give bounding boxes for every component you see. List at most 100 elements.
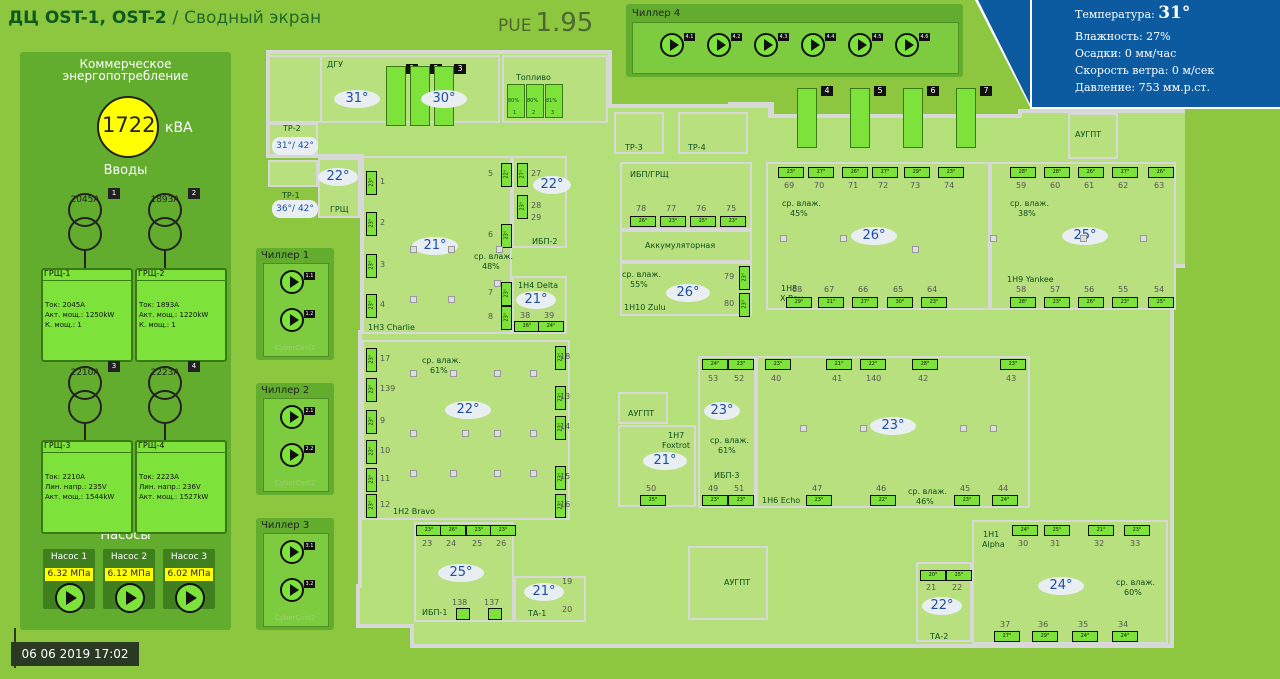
temp-sensor[interactable]: 23°	[416, 525, 442, 536]
temp-sensor[interactable]: 23°	[1124, 525, 1150, 536]
chiller-unit-icon[interactable]	[707, 33, 731, 57]
temp-sensor[interactable]: 23°	[501, 282, 512, 306]
generator[interactable]	[956, 88, 976, 148]
temp-sensor[interactable]: 23°	[366, 212, 377, 236]
chiller-unit-icon[interactable]	[280, 540, 304, 564]
temp-sensor[interactable]: 22°	[860, 359, 886, 370]
temp-sensor[interactable]: 26°	[1148, 167, 1174, 178]
play-icon[interactable]	[55, 583, 85, 613]
temp-sensor[interactable]: 23°	[728, 359, 754, 370]
temp-sensor[interactable]: 27°	[1112, 167, 1138, 178]
temp-sensor[interactable]: 23°	[806, 495, 832, 506]
temp-sensor[interactable]: 29°	[786, 297, 812, 308]
temp-sensor[interactable]: 28°	[1010, 167, 1036, 178]
temp-sensor[interactable]: 21°	[1088, 525, 1114, 536]
chiller-unit-icon[interactable]	[280, 578, 304, 602]
chiller-unit-icon[interactable]	[801, 33, 825, 57]
temp-sensor[interactable]: 23°	[938, 167, 964, 178]
temp-sensor[interactable]: 27°	[517, 163, 528, 187]
temp-sensor[interactable]: 26°	[842, 167, 868, 178]
temp-sensor[interactable]: 23°	[555, 386, 566, 410]
temp-sensor[interactable]: 22°	[870, 495, 896, 506]
temp-sensor[interactable]: 28°	[1010, 297, 1036, 308]
grsh-card[interactable]	[41, 268, 133, 362]
temp-sensor[interactable]: 25°	[640, 495, 666, 506]
temp-sensor[interactable]: 23°	[366, 440, 377, 464]
temp-sensor[interactable]: 26°	[630, 216, 656, 227]
grsh-card[interactable]	[135, 440, 227, 534]
generator[interactable]	[797, 88, 817, 148]
temp-sensor[interactable]: 23°	[366, 171, 377, 195]
temp-sensor[interactable]: 27°	[808, 167, 834, 178]
temp-sensor[interactable]: 23°	[555, 494, 566, 518]
temp-sensor[interactable]: 24°	[992, 495, 1018, 506]
temp-sensor[interactable]: 26°	[440, 525, 466, 536]
temp-sensor[interactable]: 23°	[501, 306, 512, 330]
temp-sensor[interactable]: 23°	[366, 294, 377, 318]
temp-sensor[interactable]: 30°	[887, 297, 913, 308]
temp-sensor[interactable]: 22°	[501, 163, 512, 187]
temp-sensor[interactable]: 23°	[728, 495, 754, 506]
temp-sensor[interactable]: 23°	[739, 266, 750, 290]
temp-sensor[interactable]: 23°	[921, 297, 947, 308]
temp-sensor[interactable]: 27°	[872, 167, 898, 178]
temp-sensor[interactable]: 25°	[1044, 525, 1070, 536]
temp-sensor[interactable]: 25°	[946, 570, 972, 581]
temp-sensor[interactable]: 26°	[514, 321, 540, 332]
temp-sensor[interactable]: 23°	[720, 216, 746, 227]
temp-sensor[interactable]: 29°	[904, 167, 930, 178]
temp-sensor[interactable]: 23°	[366, 410, 377, 434]
temp-sensor[interactable]: 23°	[555, 346, 566, 370]
temp-sensor[interactable]: 26°	[1078, 297, 1104, 308]
grsh-card[interactable]	[41, 440, 133, 534]
chiller-unit-icon[interactable]	[280, 308, 304, 332]
play-icon[interactable]	[115, 583, 145, 613]
temp-sensor[interactable]: 23°	[490, 525, 516, 536]
temp-sensor[interactable]: 29°	[1032, 631, 1058, 642]
temp-sensor[interactable]: 23°	[366, 468, 377, 492]
play-icon[interactable]	[175, 583, 205, 613]
temp-sensor[interactable]: 24°	[538, 321, 564, 332]
temp-sensor[interactable]: 23°	[765, 359, 791, 370]
temp-sensor[interactable]: 27°	[852, 297, 878, 308]
temp-sensor[interactable]: 23°	[466, 525, 492, 536]
generator[interactable]	[903, 88, 923, 148]
temp-sensor[interactable]: 23°	[366, 378, 377, 402]
chiller-unit-icon[interactable]	[280, 270, 304, 294]
chiller-unit-icon[interactable]	[848, 33, 872, 57]
temp-sensor[interactable]: 23°	[1044, 297, 1070, 308]
chiller-unit-icon[interactable]	[280, 405, 304, 429]
temp-sensor[interactable]: 23°	[1000, 359, 1026, 370]
temp-sensor[interactable]: 28°	[1044, 167, 1070, 178]
temp-sensor[interactable]: 20°	[920, 570, 946, 581]
temp-sensor[interactable]: 23°	[366, 348, 377, 372]
temp-sensor[interactable]: 26°	[1078, 167, 1104, 178]
grsh-card[interactable]	[135, 268, 227, 362]
temp-sensor[interactable]: 25°	[1148, 297, 1174, 308]
chiller-unit-icon[interactable]	[660, 33, 684, 57]
temp-sensor[interactable]: 23°	[366, 254, 377, 278]
temp-sensor[interactable]: 23°	[739, 293, 750, 317]
temp-sensor[interactable]: 23°	[517, 195, 528, 219]
temp-sensor[interactable]: 23°	[555, 416, 566, 440]
temp-sensor[interactable]: 21°	[826, 359, 852, 370]
temp-sensor[interactable]: 23°	[778, 167, 804, 178]
temp-sensor[interactable]: 23°	[660, 216, 686, 227]
temp-sensor[interactable]: 23°	[954, 495, 980, 506]
temp-sensor[interactable]: 24°	[702, 359, 728, 370]
temp-sensor[interactable]: 24°	[1072, 631, 1098, 642]
generator[interactable]	[386, 66, 406, 126]
generator[interactable]	[850, 88, 870, 148]
temp-sensor[interactable]: 27°	[994, 631, 1020, 642]
chiller-unit-icon[interactable]	[895, 33, 919, 57]
temp-sensor[interactable]: 24°	[1112, 631, 1138, 642]
temp-sensor[interactable]: 23°	[366, 494, 377, 518]
temp-sensor[interactable]: 23°	[702, 495, 728, 506]
temp-sensor[interactable]: 25°	[690, 216, 716, 227]
temp-sensor[interactable]: 24°	[1012, 525, 1038, 536]
temp-sensor[interactable]: 28°	[912, 359, 938, 370]
temp-sensor[interactable]: 21°	[818, 297, 844, 308]
temp-sensor[interactable]: 23°	[555, 466, 566, 490]
chiller-unit-icon[interactable]	[280, 443, 304, 467]
temp-sensor[interactable]: 23°	[1112, 297, 1138, 308]
